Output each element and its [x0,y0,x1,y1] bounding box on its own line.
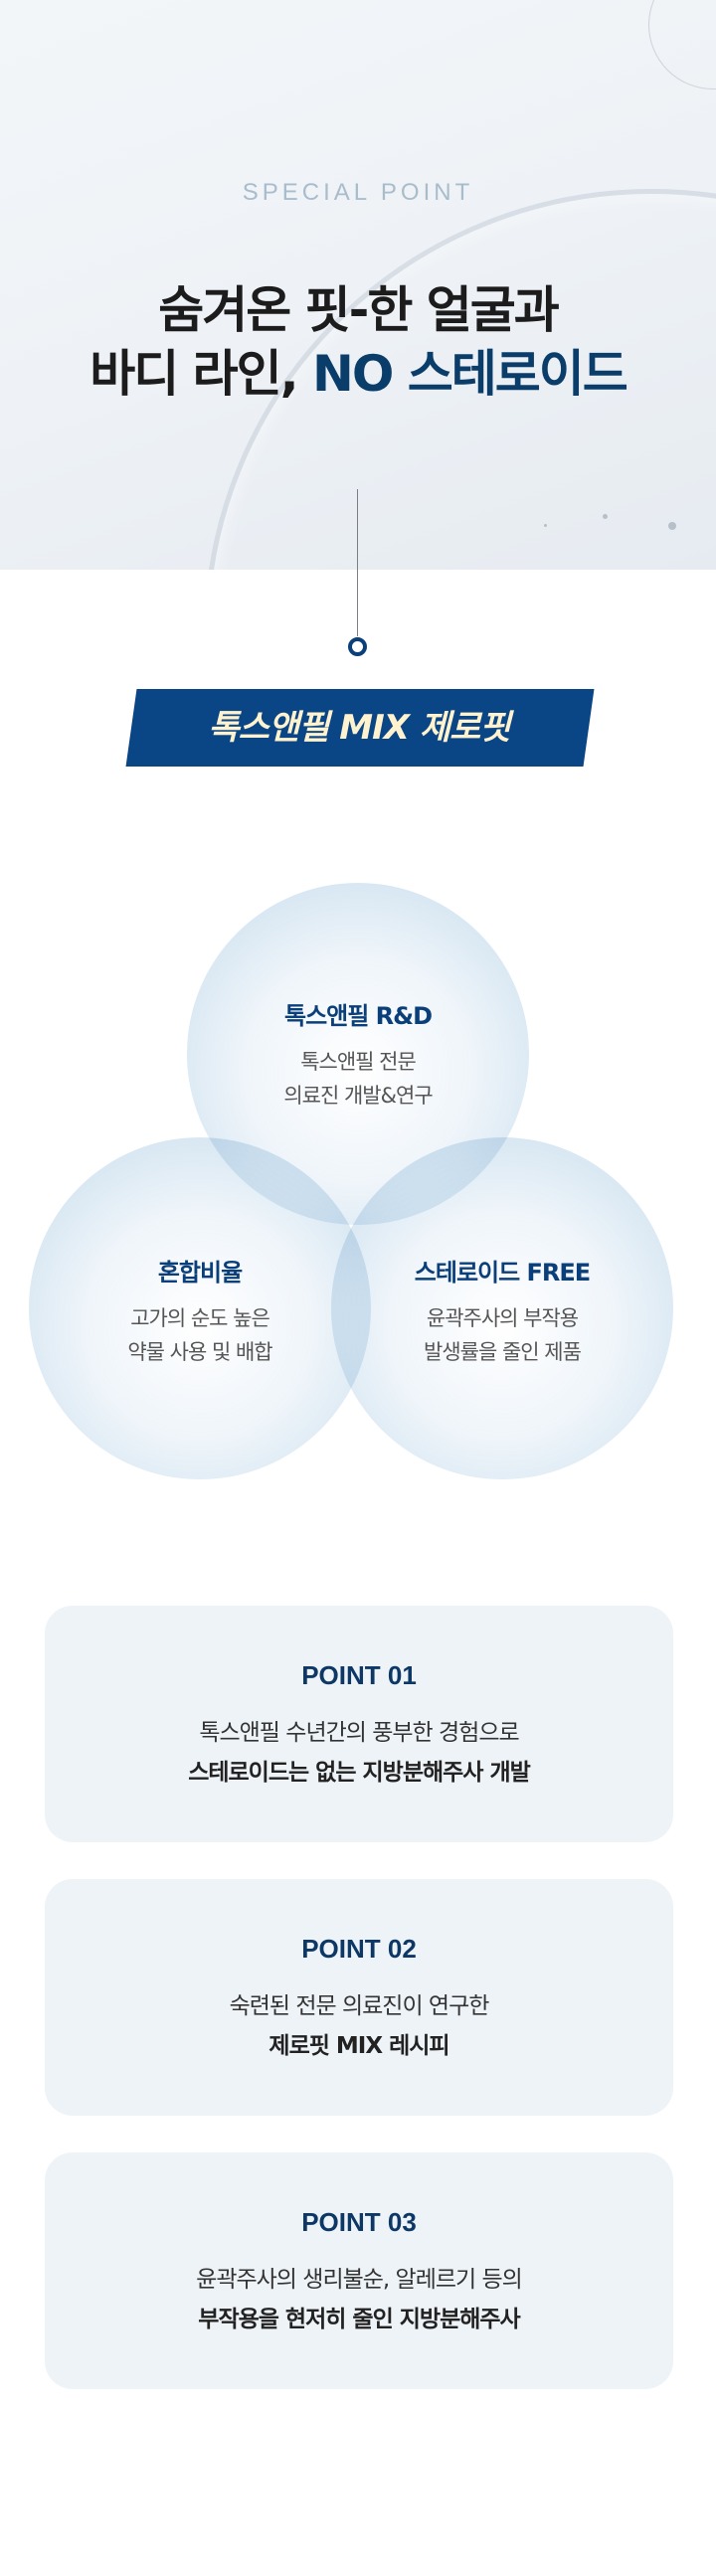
point-card: POINT 02 숙련된 전문 의료진이 연구한 제로핏 MIX 레시피 [45,1879,673,2116]
title-plain: 바디 라인, [90,345,313,403]
section-eyebrow: SPECIAL POINT [242,179,474,206]
decorative-droplet [668,522,676,530]
venn-circle-steroid-free [331,1137,673,1479]
venn-desc-line: 발생률을 줄인 제품 [424,1340,582,1364]
point-label: POINT 03 [301,2207,417,2237]
decorative-ring-small [648,0,716,89]
point-label: POINT 01 [301,1660,417,1690]
venn-circle-ratio [29,1137,371,1479]
point-line-2: 스테로이드는 없는 지방분해주사 개발 [188,1760,531,1786]
venn-title: 혼합비율 [157,1259,243,1287]
venn-desc-line: 윤곽주사의 부작용 [426,1306,579,1330]
connector-dot [348,637,367,656]
point-line-1: 톡스앤필 수년간의 풍부한 경험으로 [199,1720,519,1746]
point-label: POINT 02 [301,1934,417,1964]
point-card: POINT 01 톡스앤필 수년간의 풍부한 경험으로 스테로이드는 없는 지방… [45,1606,673,1842]
hero-section: SPECIAL POINT 숨겨온 핏-한 얼굴과 바디 라인, NO 스테로이… [0,0,716,570]
point-line-1: 윤곽주사의 생리불순, 알레르기 등의 [196,2267,523,2293]
point-line-1: 숙련된 전문 의료진이 연구한 [229,1993,490,2019]
decorative-droplet [603,514,608,519]
point-line-2: 제로핏 MIX 레시피 [268,2033,449,2059]
product-banner: 톡스앤필 MIX 제로핏 [208,708,510,748]
venn-title: 톡스앤필 R&D [283,1002,433,1030]
connector-line [357,489,358,636]
venn-desc-line: 고가의 순도 높은 [130,1306,270,1330]
point-card: POINT 03 윤곽주사의 생리불순, 알레르기 등의 부작용을 현저히 줄인… [45,2152,673,2389]
decorative-droplet [544,524,547,527]
venn-desc-line: 약물 사용 및 배합 [127,1340,272,1364]
point-line-2: 부작용을 현저히 줄인 지방분해주사 [198,2307,520,2332]
title-line-2: 바디 라인, NO 스테로이드 [0,342,716,406]
venn-desc-line: 의료진 개발&연구 [283,1084,433,1108]
venn-desc-line: 톡스앤필 전문 [300,1050,417,1074]
title-line-1: 숨겨온 핏-한 얼굴과 [158,281,560,339]
page-title: 숨겨온 핏-한 얼굴과 바디 라인, NO 스테로이드 [0,278,716,406]
venn-title: 스테로이드 FREE [414,1259,591,1287]
title-highlight: NO 스테로이드 [312,345,628,403]
